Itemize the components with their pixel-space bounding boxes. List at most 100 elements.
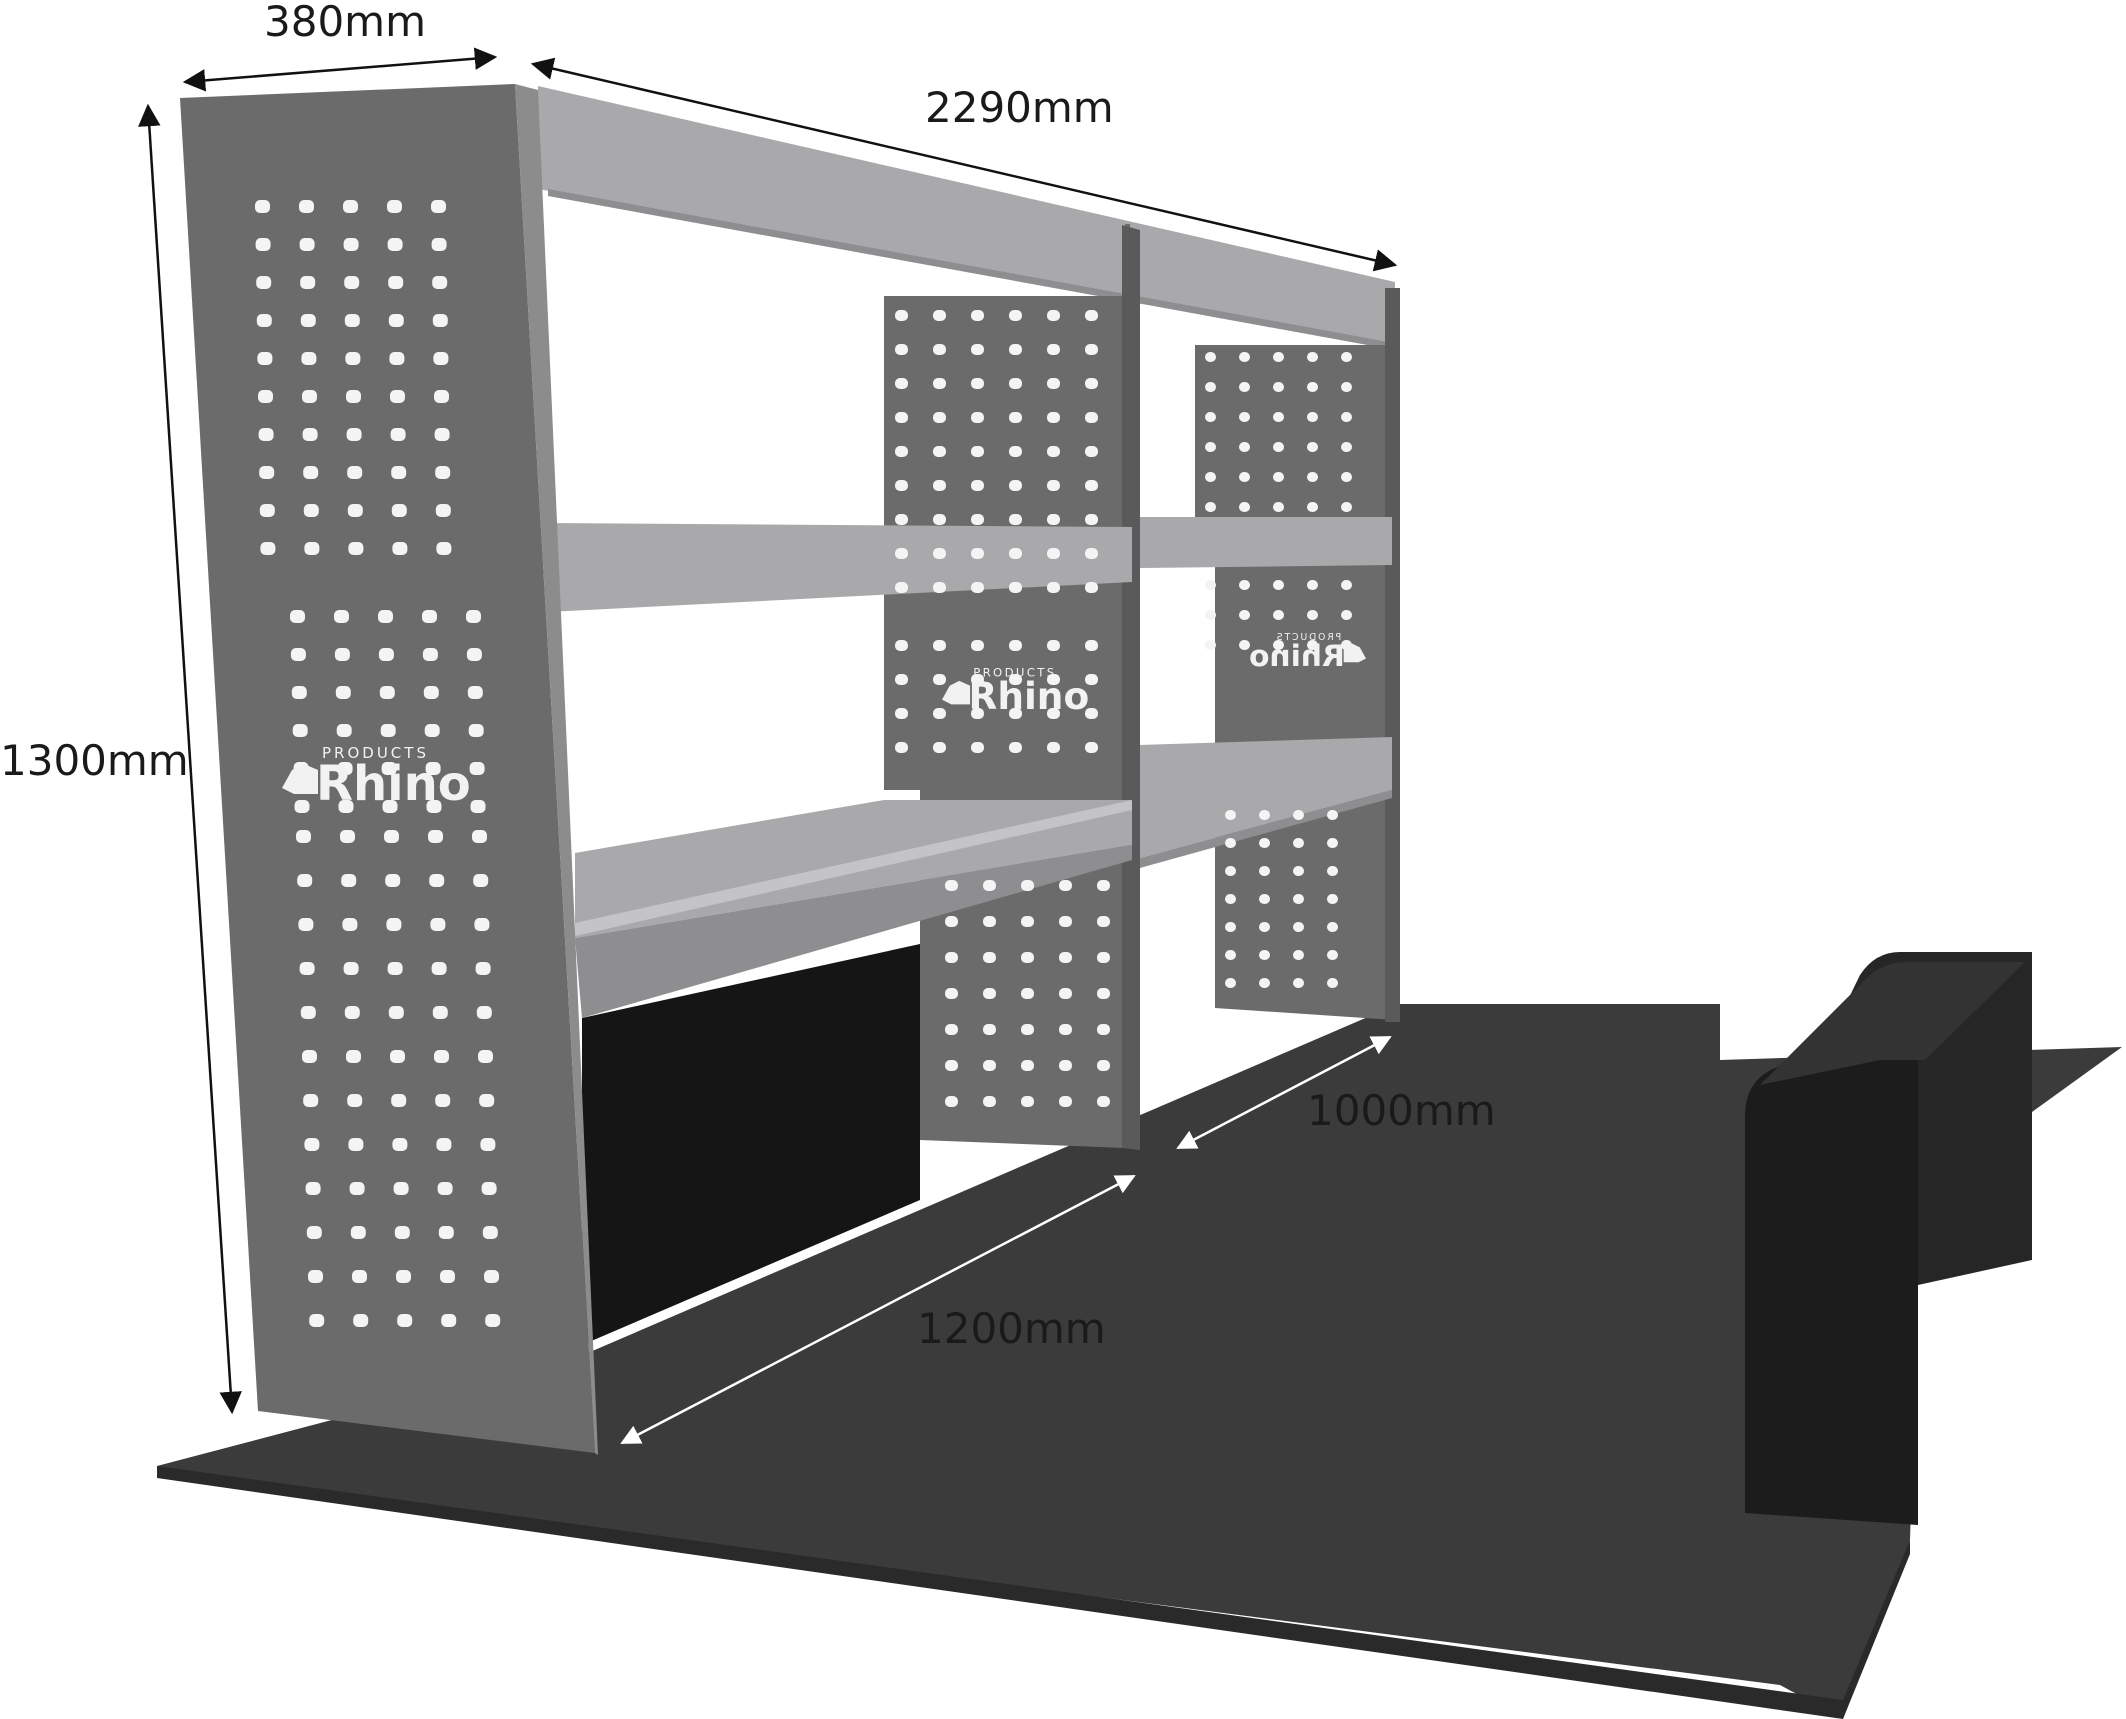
perforation-hole	[440, 1270, 455, 1283]
perforation-hole	[1239, 412, 1250, 422]
perforation-hole	[1327, 810, 1338, 820]
perforation-hole	[1239, 382, 1250, 392]
perforation-hole	[388, 314, 404, 327]
perforation-hole	[391, 504, 407, 517]
middle-post	[1122, 225, 1140, 1150]
perforation-hole	[303, 504, 319, 517]
perforation-hole	[1009, 674, 1022, 685]
front-depth-label: 1200mm	[917, 1304, 1106, 1353]
perforation-hole	[434, 390, 449, 403]
perforation-hole	[945, 916, 958, 927]
perforation-hole	[390, 1050, 405, 1063]
perforation-hole	[290, 610, 305, 623]
height-label: 1300mm	[0, 736, 189, 785]
perforation-hole	[1021, 916, 1034, 927]
logo-sub-text: PRODUCTS	[322, 744, 429, 762]
perforation-hole	[397, 1314, 413, 1327]
perforation-hole	[1021, 1096, 1034, 1107]
perforation-hole	[1273, 502, 1284, 512]
perforation-hole	[473, 874, 489, 887]
rear-depth-arrow	[1176, 1035, 1392, 1150]
perforation-hole	[933, 446, 946, 457]
perforation-hole	[426, 800, 442, 813]
perforation-hole	[895, 480, 908, 491]
perforation-hole	[479, 1094, 495, 1107]
perforation-hole	[1273, 352, 1284, 362]
perforation-hole	[292, 724, 308, 737]
perforation-hole	[422, 610, 437, 623]
perforation-hole	[1047, 412, 1060, 423]
perforation-hole	[1259, 838, 1270, 848]
perforation-hole	[300, 1006, 316, 1019]
perforation-hole	[378, 610, 393, 623]
perforation-hole	[945, 988, 958, 999]
perforation-hole	[1341, 580, 1352, 590]
perforation-hole	[387, 200, 402, 213]
perforation-hole	[895, 548, 908, 559]
perforation-hole	[342, 918, 358, 931]
perforation-hole	[474, 918, 490, 931]
perforation-hole	[933, 548, 946, 559]
bottom-shelf-right-underside	[1140, 790, 1392, 868]
bottom-shelf-left-lip	[575, 800, 1132, 936]
perforation-hole	[390, 390, 405, 403]
perforation-hole	[290, 648, 306, 661]
perforation-hole	[381, 762, 397, 775]
perforation-hole	[1259, 922, 1270, 932]
perforation-hole	[1097, 1096, 1110, 1107]
perforation-hole	[346, 390, 361, 403]
perforation-hole	[945, 1060, 958, 1071]
perforation-hole	[933, 378, 946, 389]
perforation-hole	[895, 674, 908, 685]
perforation-hole	[422, 648, 438, 661]
perforation-hole	[380, 724, 396, 737]
perforation-hole	[425, 762, 441, 775]
perforation-hole	[895, 742, 908, 753]
rhino-icon	[282, 764, 318, 794]
perforation-hole	[1239, 442, 1250, 452]
perforation-hole	[302, 1050, 317, 1063]
front-panel-edge	[515, 84, 598, 1455]
perforation-hole	[971, 412, 984, 423]
perforation-hole	[1293, 810, 1304, 820]
perforation-hole	[1307, 610, 1318, 620]
rear-end-panel	[1195, 345, 1395, 1020]
perforation-hole	[1047, 582, 1060, 593]
perforation-hole	[971, 674, 984, 685]
perforation-hole	[971, 378, 984, 389]
perforation-hole	[1085, 412, 1098, 423]
perforation-hole	[983, 952, 996, 963]
perforation-hole	[1205, 610, 1216, 620]
perforation-hole	[294, 800, 310, 813]
perforation-hole	[291, 686, 307, 699]
perforation-hole	[379, 686, 395, 699]
perforation-hole	[1097, 952, 1110, 963]
perforation-hole	[1327, 922, 1338, 932]
perforation-hole	[1085, 708, 1098, 719]
perforation-hole	[389, 352, 405, 365]
perforation-hole	[299, 238, 315, 251]
perforation-hole	[1047, 640, 1060, 651]
perforation-hole	[933, 310, 946, 321]
perforation-hole	[945, 952, 958, 963]
perforation-hole	[299, 200, 314, 213]
perforation-hole	[971, 708, 984, 719]
perforation-hole	[1273, 412, 1284, 422]
perforation-hole	[1293, 922, 1304, 932]
perforation-hole	[467, 686, 483, 699]
perforation-hole	[394, 1226, 410, 1239]
perforation-hole	[334, 610, 349, 623]
perforation-hole	[255, 238, 271, 251]
perforation-hole	[983, 988, 996, 999]
perforation-hole	[933, 344, 946, 355]
rhino-logo-front: PRODUCTS Rhino	[282, 744, 471, 812]
rhino-logo-middle: PRODUCTS Rhino	[942, 665, 1089, 718]
middle-panel-face	[884, 296, 1125, 1148]
perforation-hole	[933, 640, 946, 651]
perforation-hole	[298, 918, 314, 931]
perforation-hole	[1239, 502, 1250, 512]
perforation-hole	[971, 480, 984, 491]
perforation-hole	[1273, 442, 1284, 452]
perforation-hole	[1273, 472, 1284, 482]
perforation-hole	[1307, 352, 1318, 362]
